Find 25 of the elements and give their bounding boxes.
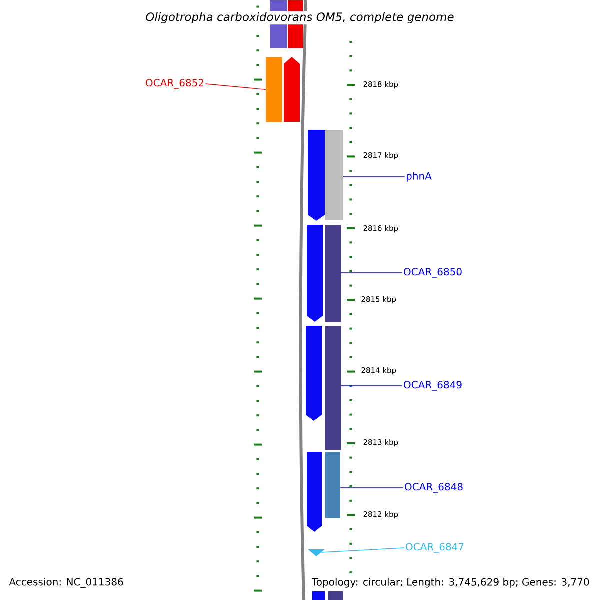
leader-line	[343, 176, 406, 178]
gene-label: OCAR_6847	[406, 543, 464, 553]
gene-feature	[306, 326, 322, 421]
info-text: Accession: NC_011386	[9, 578, 124, 588]
gene-feature	[328, 591, 344, 600]
gene-feature	[307, 225, 323, 322]
leader-line	[321, 548, 405, 553]
gene-label: OCAR_6850	[404, 268, 462, 278]
gene-marker	[308, 549, 325, 556]
gene-label: phnA	[406, 172, 432, 182]
leader-line	[341, 272, 403, 274]
gene-feature	[312, 591, 326, 600]
info-text: Topology: circular; Length: 3,745,629 bp; Genes: 3,770	[310, 577, 591, 589]
gene-label: OCAR_6848	[405, 483, 463, 493]
gene-feature	[266, 57, 282, 122]
gene-feature	[325, 326, 342, 450]
gene-feature	[284, 57, 300, 122]
gene-feature	[325, 452, 340, 518]
gene-feature	[307, 452, 322, 532]
title: Oligotropha carboxidovorans OM5, complete genome	[144, 11, 456, 25]
gene-label: OCAR_6852	[146, 79, 204, 89]
gene-feature	[325, 225, 342, 322]
gene-feature	[308, 130, 325, 221]
gene-label: OCAR_6849	[404, 381, 462, 391]
gene-feature	[325, 130, 344, 220]
